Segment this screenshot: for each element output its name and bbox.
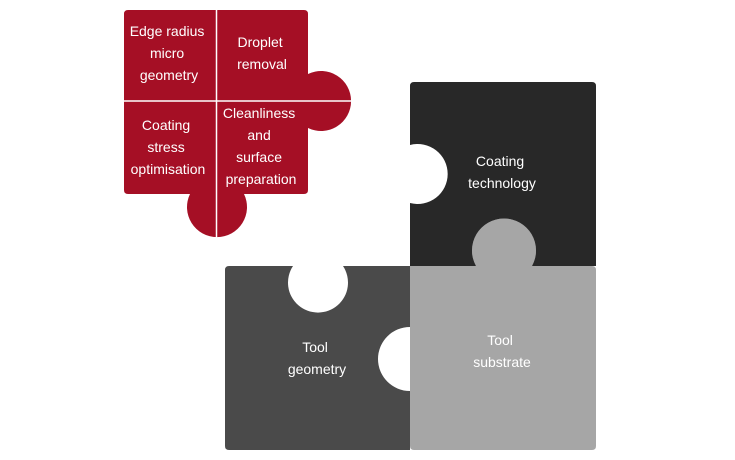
- label-coating-stress-optimisation: Coating stress optimisation: [131, 117, 206, 177]
- label-droplet-removal: Droplet removal: [237, 34, 287, 72]
- red-puzzle-group: [124, 10, 365, 250]
- label-tool-geometry: Tool geometry: [288, 339, 346, 377]
- tool-substrate-piece: [410, 218, 596, 450]
- coating-technology-piece: [410, 82, 596, 266]
- label-tool-substrate: Tool substrate: [473, 332, 531, 370]
- label-cleanliness-surface-preparation: Cleanliness and surface preparation: [223, 105, 299, 187]
- label-coating-technology: Coating technology: [468, 153, 536, 191]
- tool-geometry-piece: [225, 266, 410, 450]
- red-puzzle-block: [124, 10, 352, 238]
- label-edge-radius-micro-geometry: Edge radius micro geometry: [130, 23, 209, 83]
